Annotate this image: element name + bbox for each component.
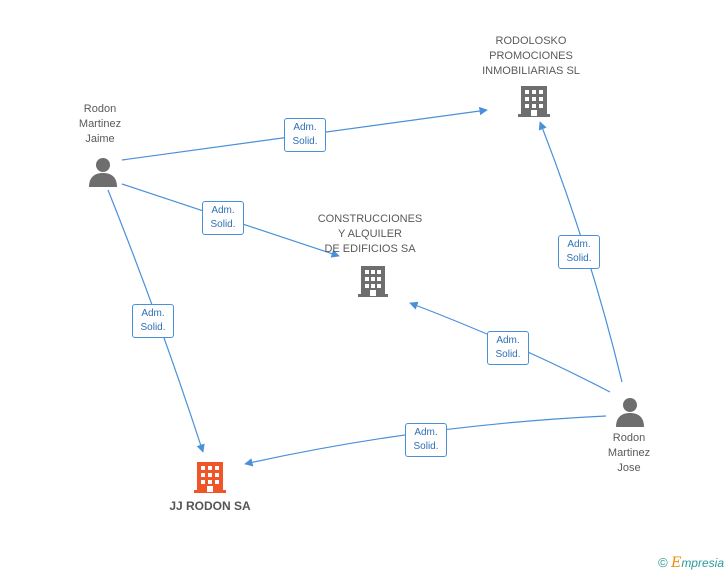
edge-label: Adm. Solid. [284,118,326,152]
node-label-rodon-martinez-jaime[interactable]: Rodon Martinez Jaime [78,103,122,145]
brand-watermark: © Empresia [658,555,724,571]
edge-label: Adm. Solid. [132,304,174,338]
node-label-jj-rodon[interactable]: JJ RODON SA [169,499,251,513]
person-icon[interactable] [616,398,644,427]
edge-label: Adm. Solid. [405,423,447,457]
brand-initial: E [671,555,682,571]
edge-label: Adm. Solid. [487,331,529,365]
node-label-rodon-martinez-jose[interactable]: Rodon Martinez Jose [607,432,651,474]
edge-label: Adm. Solid. [558,235,600,269]
building-icon[interactable] [194,462,226,493]
node-label-rodolosko[interactable]: RODOLOSKO PROMOCIONES INMOBILIARIAS SL [482,35,580,77]
copyright-icon: © [658,555,668,570]
brand-name: mpresia [681,556,724,570]
person-icon[interactable] [89,158,117,187]
building-icon[interactable] [358,266,388,297]
edge-label: Adm. Solid. [202,201,244,235]
building-icon[interactable] [518,86,550,117]
node-label-construcciones[interactable]: CONSTRUCCIONES Y ALQUILER DE EDIFICIOS S… [317,213,423,255]
